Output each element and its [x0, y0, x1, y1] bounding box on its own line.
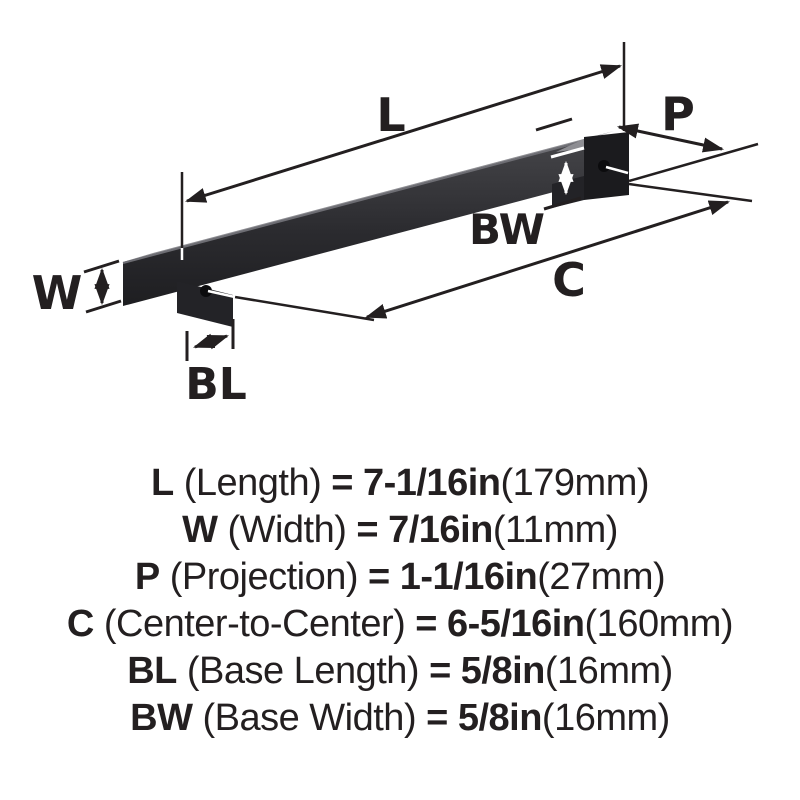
tick-BW-slot-white	[550, 146, 585, 159]
label-C: C	[552, 253, 586, 307]
tick-W-top	[83, 259, 120, 274]
spec-row-length: L(Length)=7-1/16in(179mm)	[0, 460, 800, 507]
spec-imperial: 5/8in	[460, 650, 546, 692]
spec-code: BW	[130, 697, 193, 739]
spec-name: (Base Length)	[186, 650, 420, 692]
extension-lines	[180, 42, 759, 322]
spec-name: (Base Width)	[202, 697, 417, 739]
ext-line-right-screw-lower	[628, 182, 753, 203]
spec-code: C	[66, 603, 94, 645]
spec-code: BL	[127, 650, 177, 692]
equals-sign: =	[429, 650, 451, 692]
spec-imperial: 7-1/16in	[362, 462, 501, 504]
left-screw-hole	[200, 285, 212, 297]
spec-row-base-length: BL(Base Length)=5/8in(16mm)	[0, 648, 800, 695]
spec-metric: (27mm)	[537, 556, 666, 598]
spec-row-base-width: BW(Base Width)=5/8in(16mm)	[0, 695, 800, 742]
spec-code: W	[182, 509, 218, 551]
leader-left-screw-white	[207, 289, 236, 299]
dimension-line-C	[364, 200, 731, 319]
spec-row-projection: P(Projection)=1-1/16in(27mm)	[0, 554, 800, 601]
dimension-lines	[94, 64, 731, 350]
ext-line-right-screw-upper	[628, 142, 759, 183]
dimension-line-L	[184, 64, 623, 203]
spec-name: (Center-to-Center)	[103, 603, 406, 645]
spec-name: (Projection)	[169, 556, 359, 598]
label-BW: BW	[469, 205, 545, 254]
right-screw-hole	[598, 160, 610, 172]
spec-metric: (179mm)	[500, 462, 650, 504]
ext-line-left-screw	[234, 295, 375, 322]
spec-name: (Length)	[183, 462, 322, 504]
spec-metric: (160mm)	[584, 603, 734, 645]
spec-name: (Width)	[227, 509, 347, 551]
tick-W-bottom	[85, 299, 122, 314]
spec-row-center-to-center: C(Center-to-Center)=6-5/16in(160mm)	[0, 601, 800, 648]
spec-metric: (11mm)	[492, 509, 619, 551]
spec-imperial: 6-5/16in	[447, 603, 585, 645]
tick-marks	[83, 117, 582, 361]
spec-imperial: 5/8in	[457, 697, 543, 739]
label-L: L	[376, 88, 405, 142]
equals-sign: =	[415, 603, 437, 645]
dimension-spec-list: L(Length)=7-1/16in(179mm) W(Width)=7/16i…	[0, 460, 800, 742]
equals-sign: =	[426, 697, 448, 739]
label-P: P	[661, 87, 695, 141]
dimension-line-P	[616, 123, 725, 153]
equals-sign: =	[368, 556, 390, 598]
spec-row-width: W(Width)=7/16in(11mm)	[0, 507, 800, 554]
spec-imperial: 1-1/16in	[399, 556, 538, 598]
handle-dimension-diagram: L P C BW W BL	[32, 42, 759, 410]
tick-BW-top	[535, 117, 573, 132]
equals-sign: =	[356, 509, 379, 551]
tick-BW-bottom	[543, 196, 582, 211]
spec-metric: (16mm)	[544, 650, 673, 692]
spec-metric: (16mm)	[541, 697, 670, 739]
equals-sign: =	[331, 462, 353, 504]
spec-imperial: 7/16in	[388, 509, 493, 551]
spec-code: P	[134, 556, 160, 598]
label-BL: BL	[185, 359, 247, 410]
label-W: W	[32, 266, 83, 320]
spec-code: L	[150, 462, 174, 504]
dimension-arrow-BL	[193, 333, 229, 350]
